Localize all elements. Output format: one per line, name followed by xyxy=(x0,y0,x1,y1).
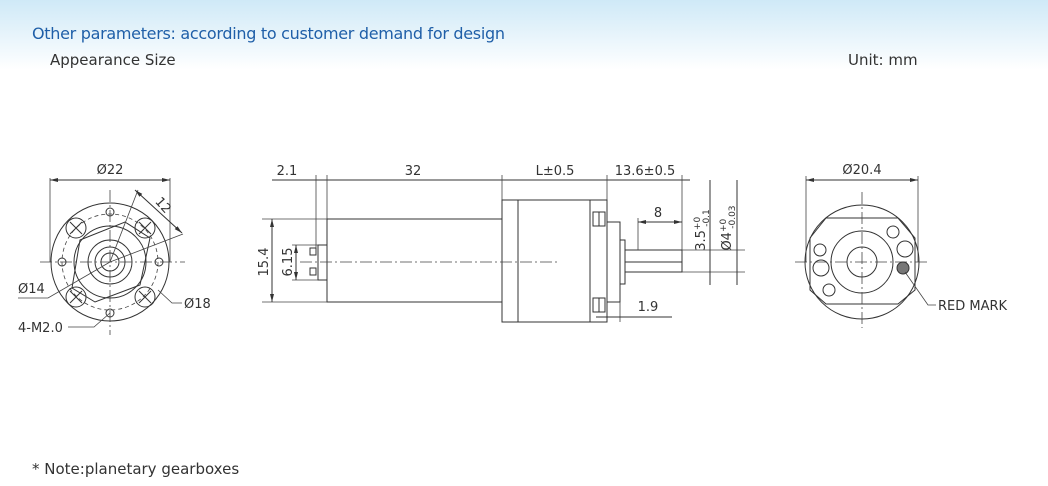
other-parameters-text: Other parameters: according to customer … xyxy=(32,24,505,43)
dim-dia-14: Ø14 xyxy=(18,282,45,297)
dim-2-1: 2.1 xyxy=(277,164,298,179)
section-title: Appearance Size xyxy=(50,51,176,69)
dim-dia-20-4: Ø20.4 xyxy=(842,163,881,178)
red-mark-label: RED MARK xyxy=(938,299,1008,314)
side-view: 2.1 32 L±0.5 13.6±0.5 15.4 6.15 8 xyxy=(257,164,745,323)
dim-15-4: 15.4 xyxy=(257,248,272,277)
dim-6-15: 6.15 xyxy=(281,248,296,277)
dim-1-9: 1.9 xyxy=(638,300,659,315)
dim-dia-22: Ø22 xyxy=(97,163,124,178)
dim-dia-4: Ø4+0-0.03 xyxy=(719,205,738,250)
rear-view: Ø20.4 RED MARK xyxy=(795,163,1008,328)
dim-l: L±0.5 xyxy=(536,164,575,179)
unit-label: Unit: mm xyxy=(848,51,918,69)
dim-32: 32 xyxy=(405,164,422,179)
dim-8: 8 xyxy=(654,206,662,221)
red-mark-icon xyxy=(896,261,910,275)
dim-13-6: 13.6±0.5 xyxy=(615,164,676,179)
screw-spec: 4-M2.0 xyxy=(18,321,63,336)
footnote: * Note:planetary gearboxes xyxy=(32,460,240,478)
screw-icons xyxy=(65,217,156,308)
dim-3-5: 3.5+0-0.1 xyxy=(693,209,712,251)
dim-dia-18: Ø18 xyxy=(184,297,211,312)
front-view: Ø22 12 Ø14 Ø18 4-M2.0 xyxy=(18,163,211,336)
header-band xyxy=(0,0,1048,70)
